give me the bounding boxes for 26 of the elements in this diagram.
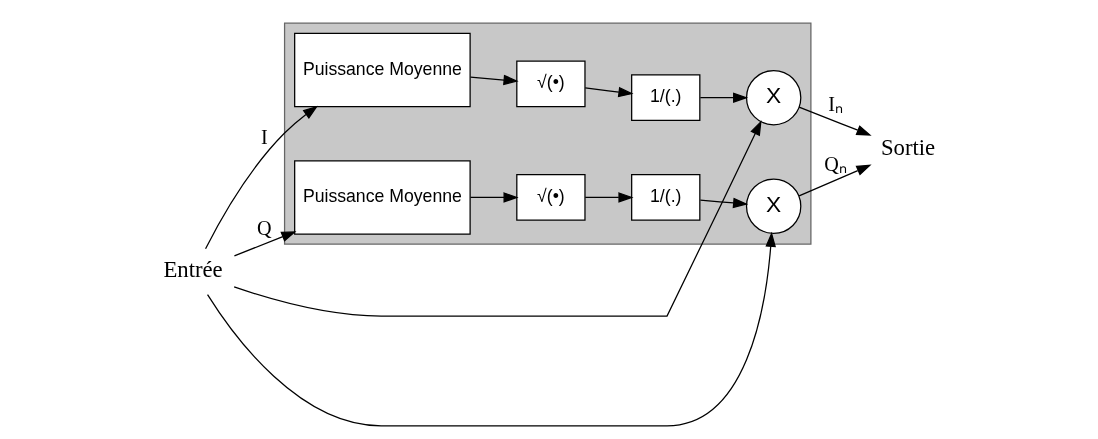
edge-label: I <box>261 126 268 149</box>
arrow <box>584 86 634 98</box>
edge-label: Iₙ <box>828 93 843 116</box>
node-box: 1/(.) <box>631 174 701 221</box>
arrow <box>233 231 297 257</box>
arrow <box>204 105 318 250</box>
arrow <box>233 120 762 317</box>
node-circle: X <box>745 69 802 126</box>
edge-label: Q <box>257 217 272 240</box>
arrow <box>469 192 519 203</box>
node-circle: X <box>745 178 802 234</box>
arrow <box>798 164 872 197</box>
cluster <box>283 22 812 245</box>
arrow <box>469 74 519 86</box>
arrow <box>584 192 634 203</box>
node-box: √(•) <box>516 174 586 221</box>
node-box: Puissance Moyenne <box>294 32 471 108</box>
node-box: √(•) <box>516 60 586 108</box>
node-box: 1/(.) <box>631 74 701 122</box>
arrow <box>699 92 749 103</box>
node-text: Sortie <box>880 135 936 160</box>
node-box: Puissance Moyenne <box>294 160 471 235</box>
node-text: Entrée <box>163 257 223 283</box>
arrow <box>699 197 749 209</box>
arrow <box>206 231 776 427</box>
edge-label: Qₙ <box>824 152 847 175</box>
